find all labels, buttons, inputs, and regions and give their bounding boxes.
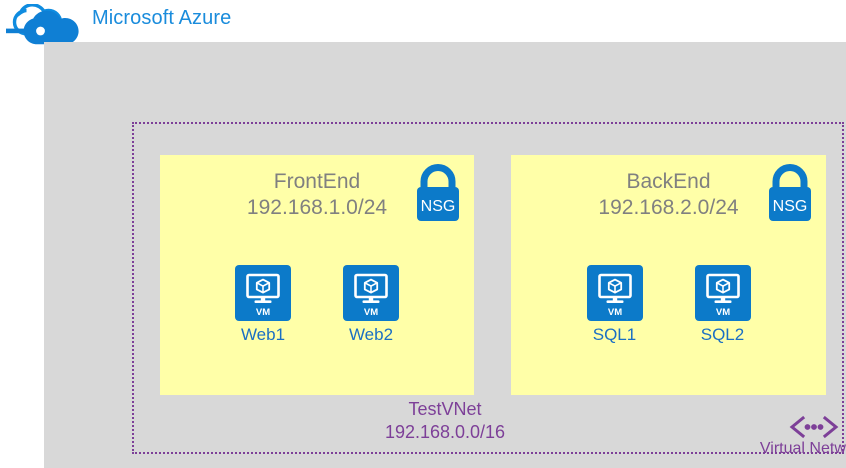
nsg-label: NSG [421,198,456,215]
vm-item[interactable]: VM Web2 [333,265,409,345]
vm-label: SQL1 [592,325,637,344]
vm-item[interactable]: VM Web1 [225,265,301,345]
virtual-network-icon [786,415,842,439]
virtual-network-boundary [132,122,844,454]
lock-icon[interactable]: NSG [764,163,816,225]
vm-list-backend: VM SQL1 VM [511,265,826,345]
virtual-machine-icon: VM [343,265,399,321]
virtual-machine-icon: VM [694,265,751,321]
azure-region-panel: FrontEnd 192.168.1.0/24 NSG [44,42,846,468]
lock-icon[interactable]: NSG [412,163,464,225]
vm-label: Web1 [240,325,286,344]
vm-item[interactable]: VM SQL2 [685,265,761,345]
page-title: Microsoft Azure [92,7,232,29]
subnet-backend[interactable]: BackEnd 192.168.2.0/24 NSG [511,155,826,395]
vm-item[interactable]: VM SQL1 [577,265,653,345]
vm-badge: VM [715,307,729,318]
azure-cloud-logo-icon [6,3,84,50]
virtual-machine-icon: VM [235,265,291,321]
vm-badge: VM [364,307,378,318]
vm-label: Web2 [348,325,394,344]
virtual-machine-icon: VM [586,265,643,321]
vm-list-frontend: VM Web1 VM [160,265,474,345]
subnet-frontend[interactable]: FrontEnd 192.168.1.0/24 NSG [160,155,474,395]
virtual-network-legend: Virtual Network [744,415,846,458]
vm-label: SQL2 [700,325,745,344]
nsg-label: NSG [773,198,808,215]
vm-badge: VM [256,307,270,318]
virtual-network-label: Virtual Network [759,440,846,457]
vm-badge: VM [607,307,621,318]
